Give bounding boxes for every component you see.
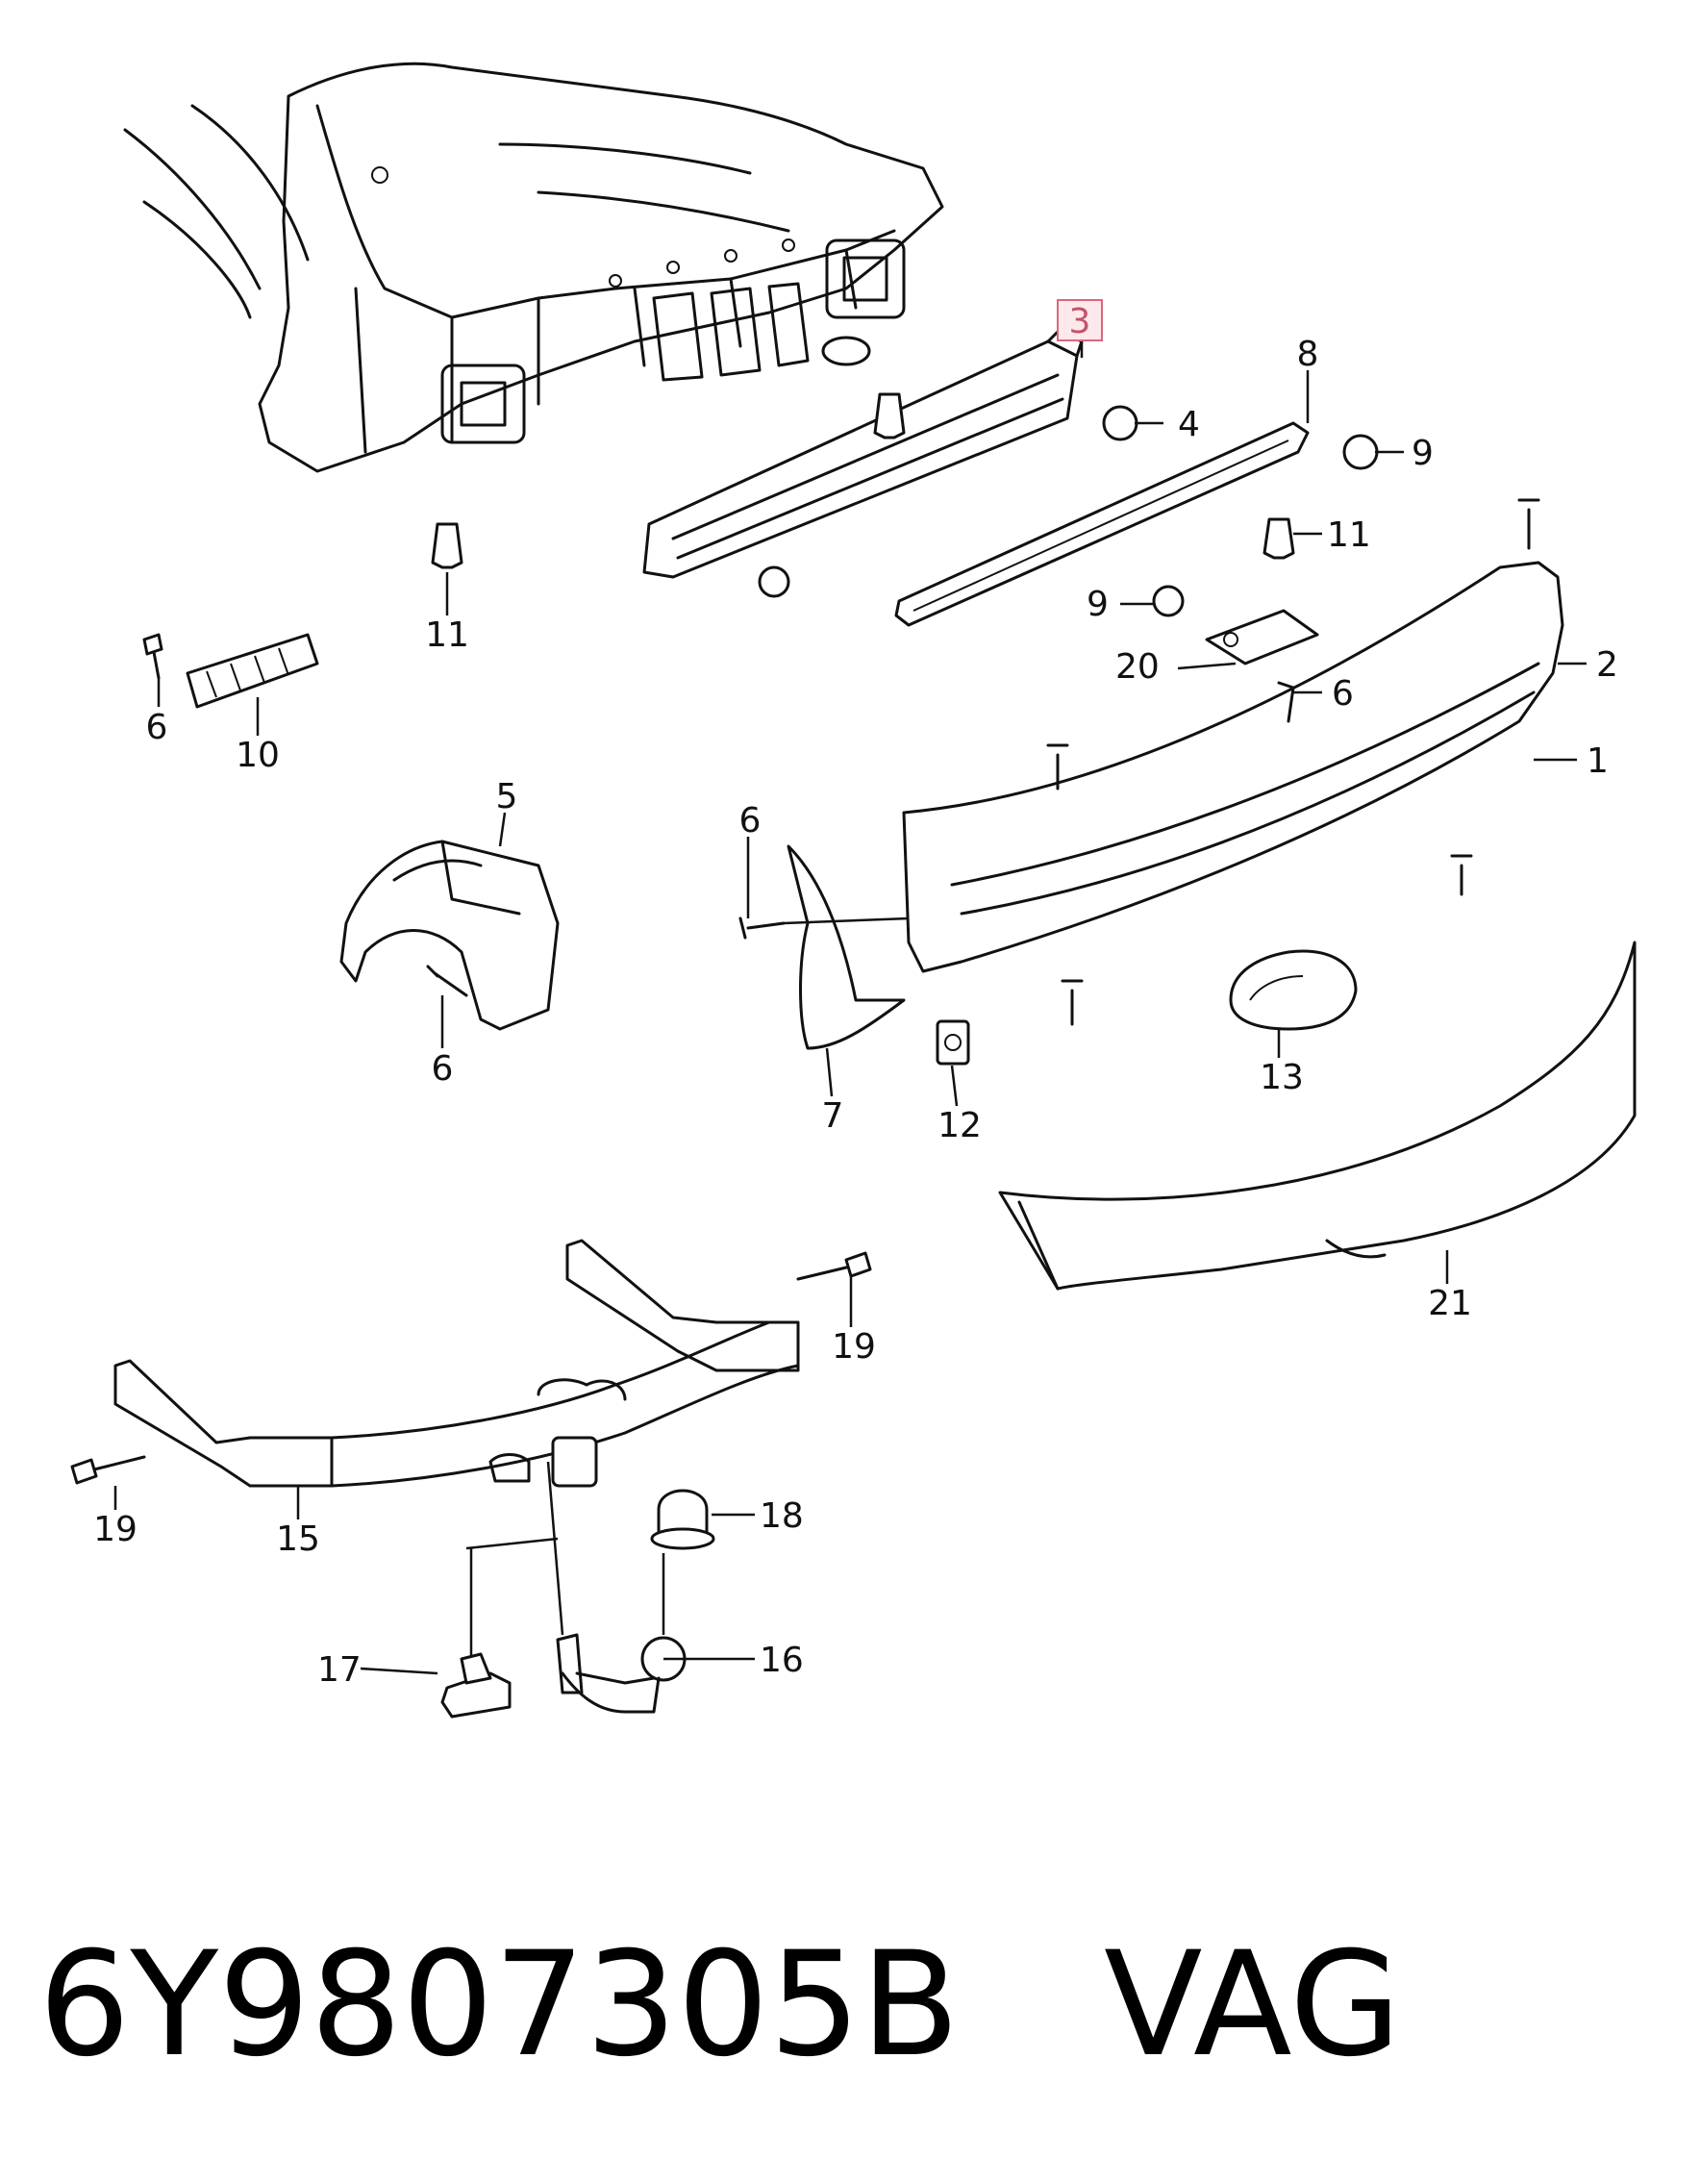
callout-4: 4 [1178, 405, 1200, 444]
callouts: 3 4 8 9 11 9 20 6 2 1 11 6 10 5 6 6 7 12… [93, 299, 1618, 1690]
callout-1: 1 [1587, 741, 1609, 781]
part-8-trim-strip [894, 421, 1310, 627]
callout-3: 3 [1069, 302, 1091, 341]
fasteners [70, 392, 1540, 1485]
callout-17: 17 [317, 1650, 362, 1690]
clip-11-right [1262, 517, 1295, 560]
screw-6-label [142, 633, 163, 680]
screw-6-mudflap [738, 916, 786, 940]
bolt-19-right [844, 1251, 872, 1278]
callout-6-label: 6 [146, 708, 168, 747]
part-number: 6Y9807305B [38, 1921, 961, 2089]
part-15-tow-crossmember [113, 1239, 800, 1488]
clip-11-center [873, 392, 906, 439]
part-caption: 6Y9807305B VAG [38, 1914, 1401, 2096]
screw-6-wheel [426, 965, 468, 997]
screw-6-center-right [1277, 681, 1295, 723]
callout-18: 18 [760, 1496, 804, 1536]
callout-11-left: 11 [425, 615, 469, 655]
nut-9-lower [1152, 585, 1185, 617]
parts-diagram: 3 4 8 9 11 9 20 6 2 1 11 6 10 5 6 6 7 12… [70, 62, 1637, 1719]
part-5-wheel-housing [339, 840, 560, 1031]
callout-7: 7 [822, 1096, 844, 1136]
nut-4 [1102, 405, 1138, 441]
nut-left-bar [758, 565, 790, 598]
leader-lines [113, 339, 1587, 1675]
callout-20: 20 [1115, 647, 1160, 687]
part-16-tow-ball [556, 1633, 687, 1714]
callout-3-highlight [1057, 299, 1103, 341]
callout-19-right: 19 [832, 1327, 876, 1367]
callout-9-upper: 9 [1412, 434, 1434, 473]
callout-6-mudflap: 6 [739, 801, 762, 841]
callout-16: 16 [760, 1641, 804, 1680]
callout-2: 2 [1596, 645, 1618, 685]
bracket-20 [1205, 609, 1319, 665]
callout-21: 21 [1428, 1284, 1472, 1323]
callout-5: 5 [496, 777, 518, 816]
part-3-bumper-bracket [642, 330, 1084, 579]
callout-9-lower: 9 [1087, 585, 1109, 624]
callout-11-right: 11 [1327, 515, 1371, 555]
callout-6-wheel: 6 [432, 1049, 454, 1089]
part-7-mud-flap [787, 844, 906, 1050]
part-10-label [186, 633, 319, 709]
callout-8: 8 [1297, 335, 1319, 374]
part-21-lower-spoiler [998, 941, 1637, 1291]
callout-19-left: 19 [93, 1510, 138, 1549]
callout-12: 12 [938, 1106, 982, 1145]
part-13-cover-plate [1229, 949, 1358, 1031]
part-17-socket [440, 1652, 512, 1719]
part-12-clip [936, 1019, 970, 1066]
nut-9-upper [1342, 434, 1379, 470]
callout-6-bracket: 6 [1332, 674, 1354, 714]
clip-11-left [431, 522, 463, 569]
part-18-cap [650, 1489, 715, 1550]
screw-6-upper-right [1517, 498, 1540, 550]
bolt-19-left [70, 1458, 98, 1485]
rear-body-shell [123, 62, 944, 473]
callout-10: 10 [236, 736, 280, 775]
screw-6-bumper-right [1450, 854, 1473, 896]
part-2-bumper-cover [902, 561, 1564, 973]
callout-15: 15 [276, 1519, 320, 1559]
callout-13: 13 [1260, 1058, 1304, 1097]
screw-6-bumper-top [1046, 743, 1069, 791]
screw-6-bumper-low [1061, 979, 1084, 1026]
brand-name: VAG [1104, 1921, 1402, 2089]
